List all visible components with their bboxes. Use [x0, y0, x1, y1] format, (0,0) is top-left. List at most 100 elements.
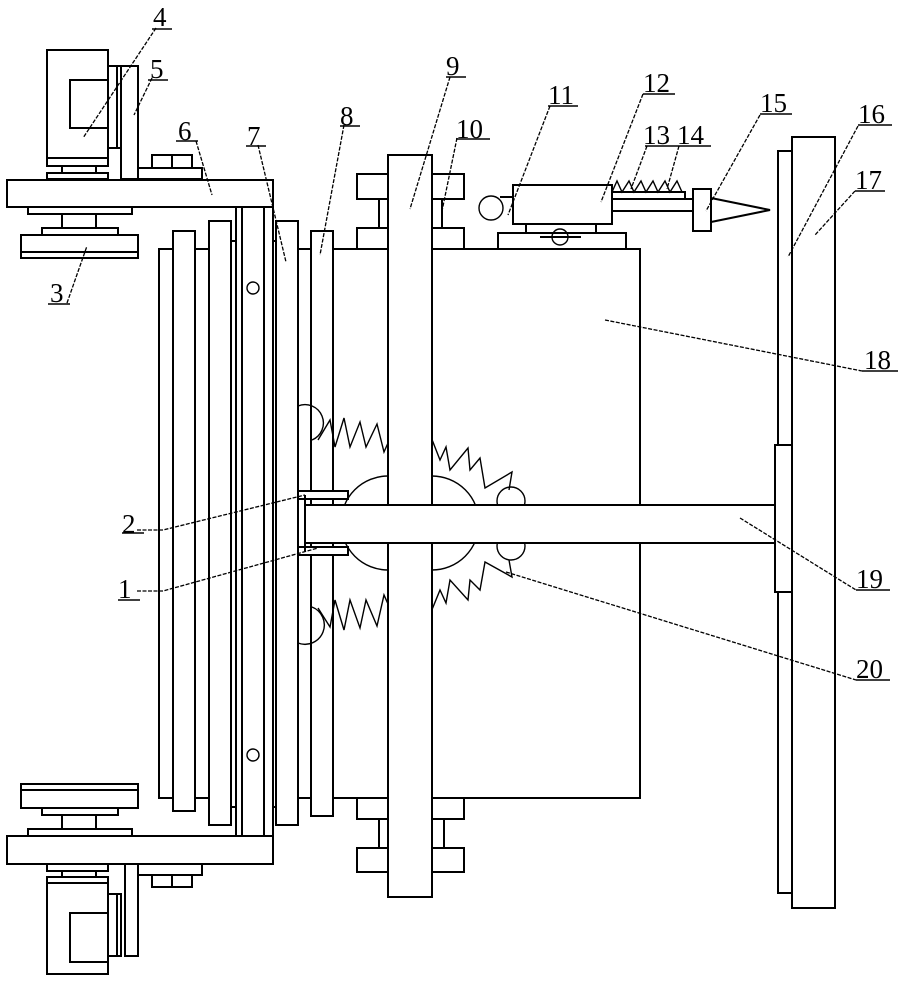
label-13: 13 [643, 120, 670, 150]
label-15: 15 [760, 88, 787, 118]
leader-5 [133, 77, 153, 116]
wheel-3-top [20, 234, 139, 253]
leader-1 [137, 547, 319, 592]
leader-2 [137, 494, 306, 531]
spring-14 [611, 179, 683, 194]
leader-3 [66, 245, 88, 304]
leader-18 [604, 319, 863, 372]
wheel-3-rim-top [20, 251, 139, 259]
motor-4-bottom-window [69, 912, 109, 963]
leader-20 [505, 571, 857, 681]
motor-4-top-window [69, 79, 109, 129]
motor-4-bottom-mount [46, 863, 109, 872]
wheel-3-shaft-bottom [61, 814, 97, 830]
column-9 [356, 173, 465, 873]
bolt-bottom-b [171, 874, 193, 888]
plate-outer-1 [158, 248, 174, 799]
bracket-5-foot-top [137, 167, 203, 180]
plate-7 [275, 220, 299, 826]
label-14: 14 [677, 120, 705, 150]
clamp-1 [297, 546, 349, 556]
leader-14 [666, 145, 680, 190]
plate-7-step [272, 240, 277, 808]
bolt-top-a [151, 154, 173, 169]
leader-7 [257, 144, 287, 263]
plate-outer-2 [172, 230, 196, 812]
arm-6-top [6, 179, 274, 208]
leader-10 [441, 137, 458, 212]
label-20: 20 [856, 654, 883, 684]
right-panel [774, 136, 836, 909]
leader-4 [82, 27, 157, 139]
pin-top [246, 281, 260, 295]
slide-assembly [478, 179, 771, 250]
leader-8 [319, 124, 345, 256]
block-10-tl [356, 173, 389, 200]
bracket-5-top [120, 65, 139, 180]
wheel-3-bottom [20, 789, 139, 809]
label-6: 6 [178, 116, 192, 146]
rod-15 [611, 198, 695, 212]
leader-15 [705, 114, 761, 212]
label-12: 12 [643, 68, 670, 98]
label-17: 17 [855, 165, 882, 195]
block-10-tr [431, 173, 465, 200]
coupling-top-a [107, 65, 118, 149]
slot-rail-b [241, 206, 265, 837]
block-10-tr-low [431, 227, 465, 250]
coupling-bottom-b [116, 893, 122, 957]
label-7: 7 [247, 121, 261, 151]
saw-notch-lower [297, 606, 325, 646]
block-10-bl-low [356, 847, 389, 873]
label-4: 4 [153, 2, 167, 32]
leader-17 [814, 190, 856, 236]
motor-4-top-mount [46, 172, 109, 180]
block-10-tl-low [356, 227, 389, 250]
leader-9 [409, 76, 451, 210]
slide-pin [551, 228, 569, 246]
bracket-5-bottom [124, 863, 139, 957]
spring-bar-13 [611, 191, 686, 200]
leader-13 [630, 145, 648, 190]
block-10-br [431, 797, 465, 820]
leader-lines [66, 27, 863, 681]
label-5: 5 [150, 54, 164, 84]
wheel-3-shaft-top [61, 213, 97, 229]
label-9: 9 [446, 51, 460, 81]
leader-19 [739, 517, 857, 591]
leader-12 [600, 93, 644, 203]
label-2: 2 [122, 509, 136, 539]
slot-rail-c [263, 206, 274, 837]
label-11: 11 [548, 80, 574, 110]
slide-base [497, 232, 627, 250]
motor-4-top-base [46, 157, 109, 167]
top-motor-assembly [6, 49, 274, 259]
shaft-19 [304, 504, 776, 544]
bottom-motor-assembly [6, 783, 274, 975]
callout-labels: 1 2 3 4 5 6 7 8 9 10 11 12 13 14 15 16 1… [48, 2, 898, 684]
label-19: 19 [856, 564, 883, 594]
leader-16 [787, 125, 859, 258]
label-18: 18 [864, 345, 891, 375]
coupling-bottom-a [107, 893, 118, 957]
label-3: 3 [50, 278, 64, 308]
pin-bottom [246, 748, 260, 762]
label-1: 1 [118, 574, 132, 604]
block-10-bl [356, 797, 389, 820]
plate-stack [158, 206, 334, 837]
plate-inner-2 [194, 248, 210, 799]
bolt-bottom-a [151, 874, 173, 888]
leader-11 [507, 105, 551, 216]
block-10-br-low [431, 847, 465, 873]
bracket-5-foot-bottom [137, 863, 203, 876]
wheel-3-hub-top [27, 206, 133, 215]
wheel-3-cap-top [41, 227, 119, 236]
shaft-19-flange-front [774, 444, 793, 593]
label-8: 8 [340, 101, 354, 131]
label-16: 16 [858, 99, 885, 129]
tip-holder-15 [692, 188, 712, 232]
bolt-top-b [171, 154, 193, 169]
saw-notch-upper [297, 403, 325, 441]
roller-11 [478, 195, 504, 221]
